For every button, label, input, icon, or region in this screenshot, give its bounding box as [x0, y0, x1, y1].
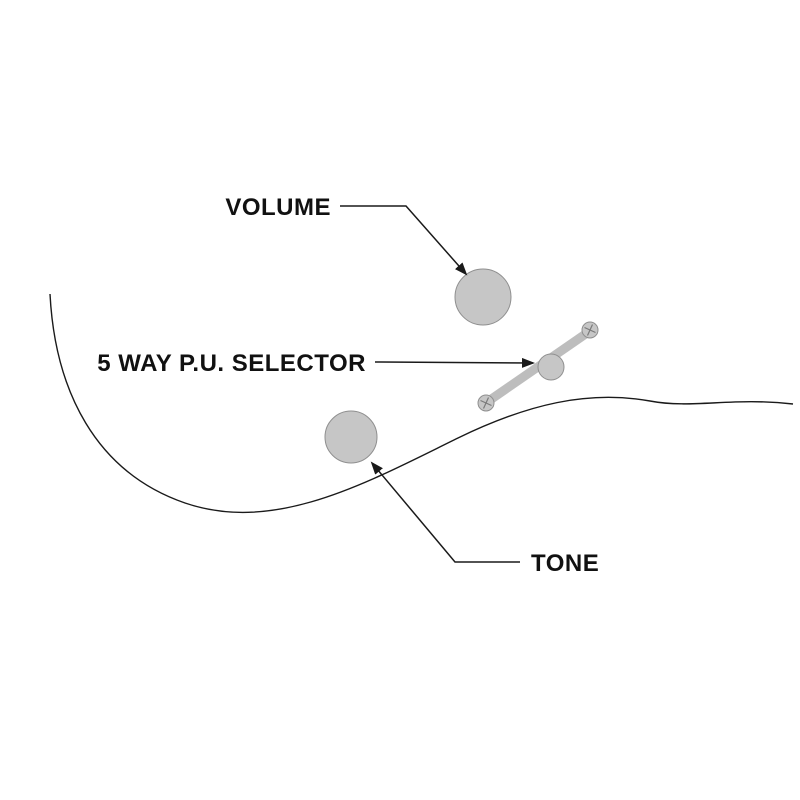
selector-screw-bottom [477, 394, 495, 412]
selector-screw-top [581, 321, 599, 339]
volume-pointer-line [340, 205, 468, 276]
selector-pointer-line [374, 357, 535, 368]
pickup-selector-label: 5 WAY P.U. SELECTOR [97, 350, 366, 377]
tone-label: TONE [531, 550, 599, 577]
volume-knob [454, 268, 512, 326]
guitar-body-outline [49, 293, 794, 514]
tone-pointer-line [370, 461, 520, 563]
volume-label: VOLUME [225, 194, 331, 221]
selector-lever-knob [537, 353, 565, 381]
tone-knob [324, 410, 378, 464]
pickup-selector-switch [477, 321, 599, 412]
